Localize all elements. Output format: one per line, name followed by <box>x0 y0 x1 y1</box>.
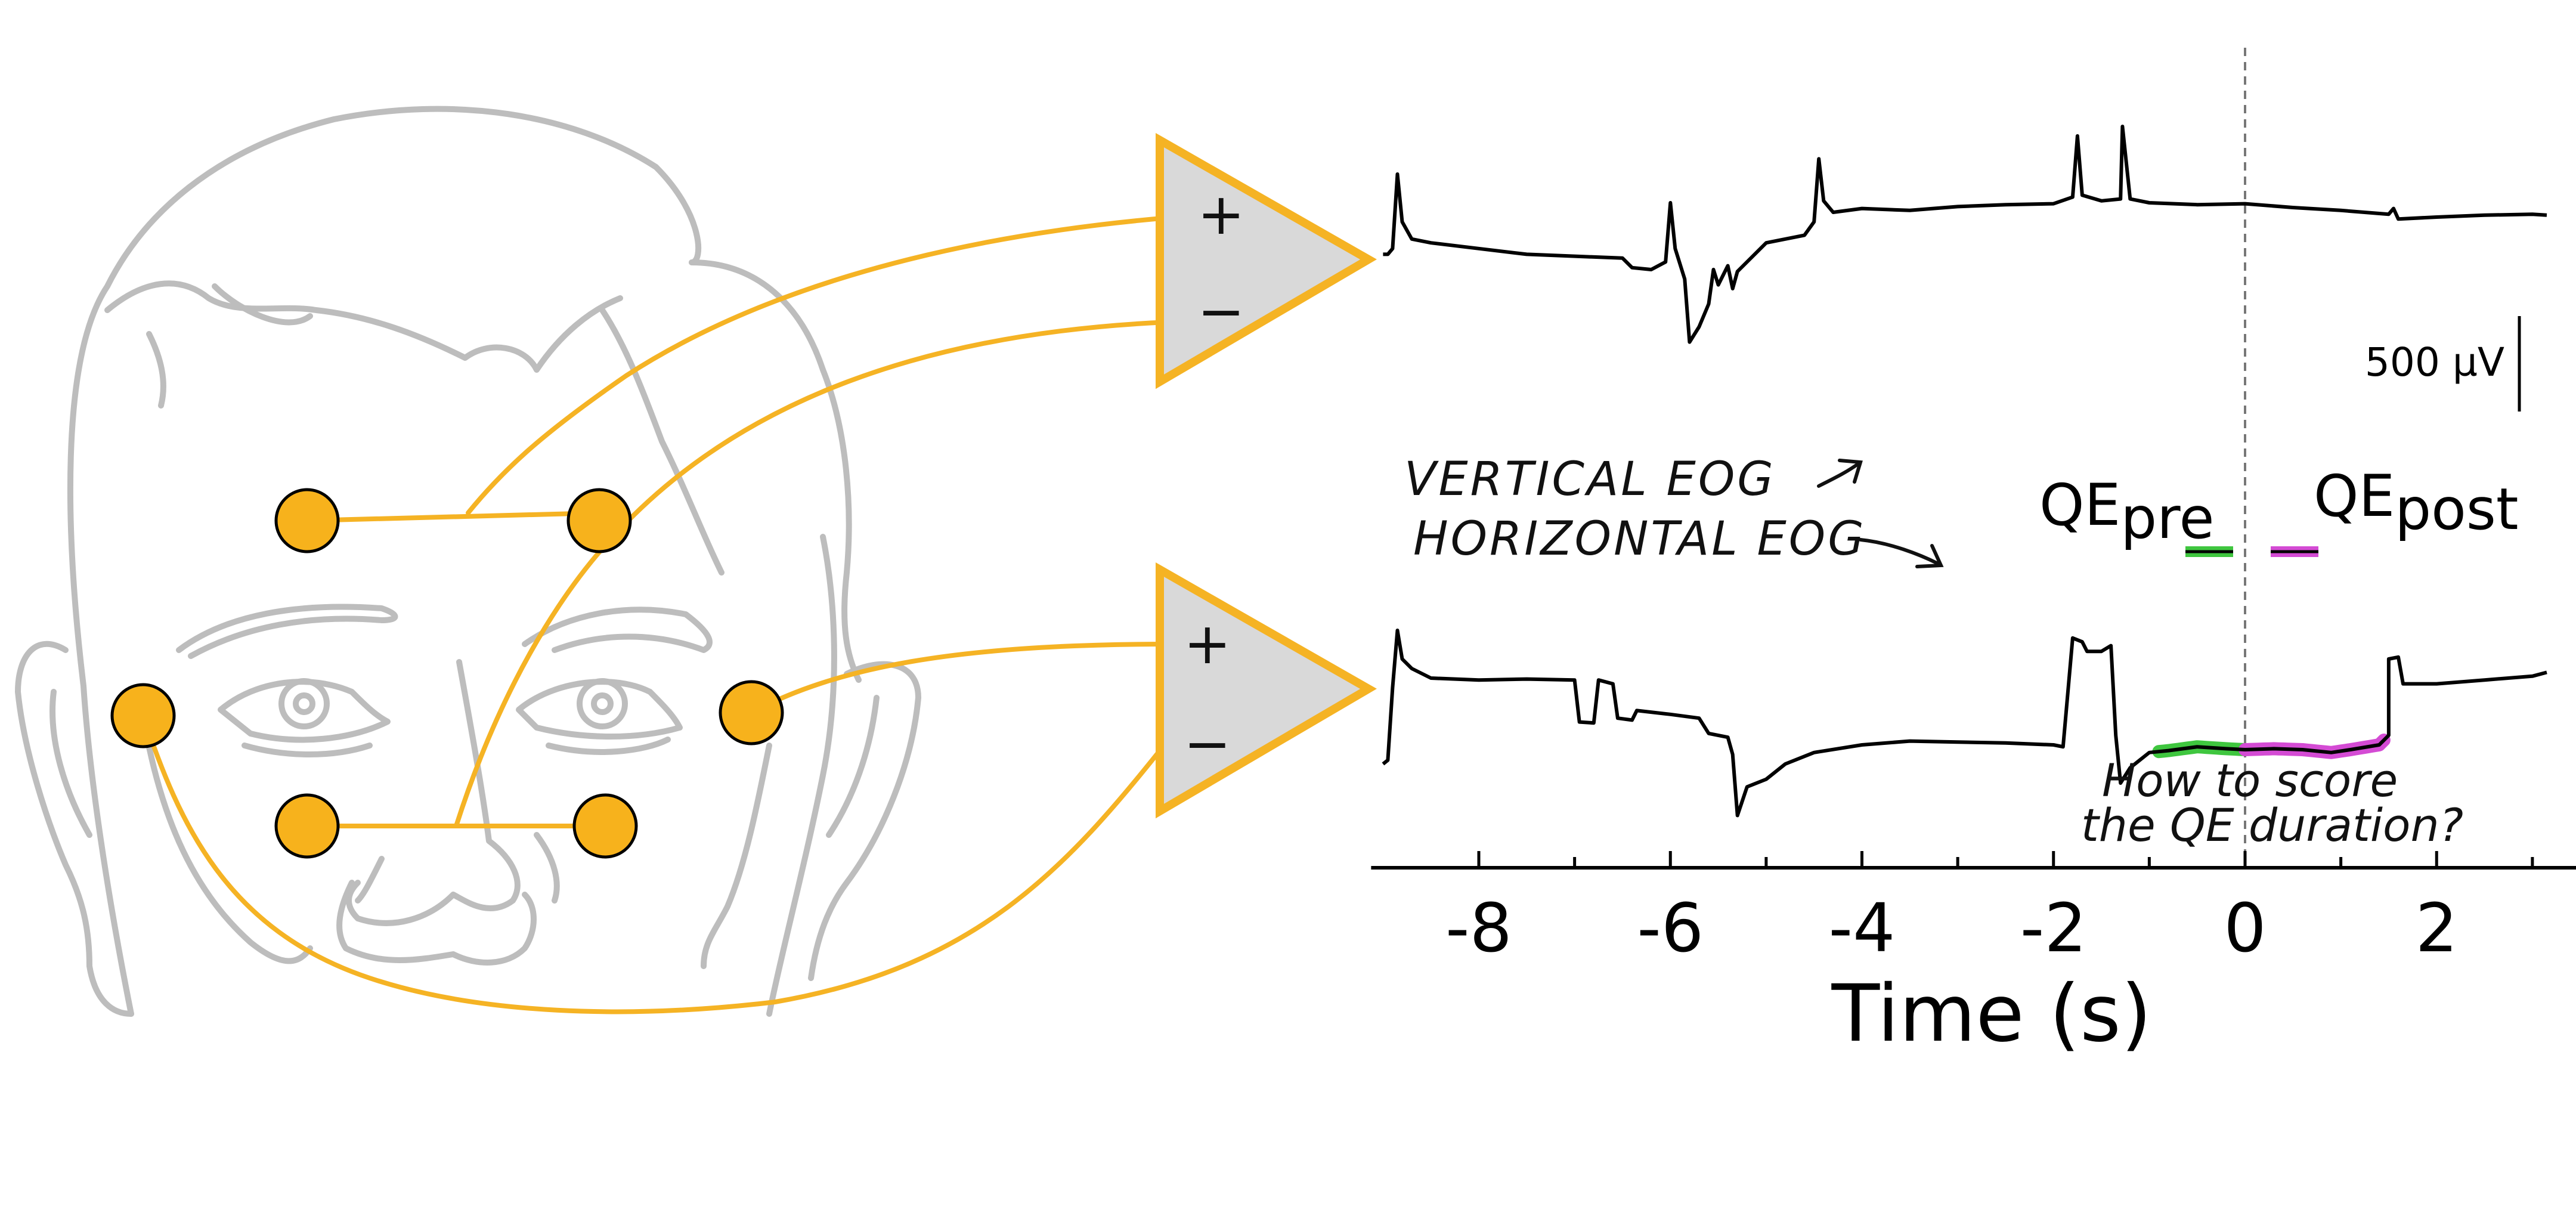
amp-minus-label: − <box>1197 279 1245 345</box>
x-tick-label: -2 <box>2020 890 2087 967</box>
amplifier-triangle <box>1156 562 1377 819</box>
x-tick-label: 0 <box>2224 890 2266 967</box>
amp-plus-label: + <box>1184 611 1231 677</box>
wire-upper-bridge <box>305 511 602 523</box>
qe-pre-base: QE <box>2039 472 2120 539</box>
vertical-eog-arrow <box>1817 459 1863 488</box>
qe-pre-subscript: pre <box>2120 485 2214 552</box>
amplifier-horizontal: + − <box>1156 562 1377 819</box>
eye-right-iris <box>577 678 628 729</box>
ear-right-inner <box>826 695 880 838</box>
electrodes <box>110 488 784 859</box>
electrode-left-canthus <box>110 683 176 748</box>
vertical-eog-note: VERTICAL EOG <box>1404 453 1776 506</box>
electrode-above-left-eye <box>274 488 340 553</box>
qe-post-subscript: post <box>2395 476 2518 543</box>
x-axis-label: Time (s) <box>1831 968 2152 1060</box>
x-axis: -8 -6 -4 -2 0 2 <box>1371 851 2576 967</box>
question-line-2: the QE duration? <box>2081 799 2463 852</box>
horizontal-eog-note: HORIZONTAL EOG <box>1413 512 1866 566</box>
temple-left <box>146 331 166 409</box>
face-right-contour <box>766 534 837 1017</box>
hair-strand <box>212 283 313 326</box>
x-tick-label: -8 <box>1445 890 1512 967</box>
face-sketch <box>15 106 921 1017</box>
wire-vertical-minus <box>454 320 1171 828</box>
eye-left <box>218 679 391 743</box>
electrode-wires <box>141 215 1171 1014</box>
eog-traces <box>1382 125 2547 818</box>
electrode-right-canthus <box>719 680 784 745</box>
head-outline <box>67 106 702 1017</box>
amp-plus-label: + <box>1197 182 1245 248</box>
head-right-side <box>689 259 862 683</box>
scale-bar-label: 500 µV <box>2365 339 2504 385</box>
qe-post-base: QE <box>2314 463 2395 530</box>
amplifier-vertical: + − <box>1156 132 1377 389</box>
horizontal-eog-arrow <box>1859 538 1944 568</box>
wire-vertical-plus <box>466 215 1171 515</box>
eye-right-pupil <box>591 692 614 715</box>
eye-right <box>516 679 683 740</box>
x-tick-label: 2 <box>2416 890 2458 967</box>
mouth-area <box>336 880 537 966</box>
ear-left-inner <box>49 689 92 838</box>
cheek-left <box>140 713 313 964</box>
amplifier-triangle <box>1156 132 1377 389</box>
eye-left-pupil <box>293 692 315 715</box>
electrode-above-right-eye <box>566 488 632 553</box>
nose-left-wing <box>355 856 385 904</box>
vertical-eog-trace <box>1383 125 2547 344</box>
brow-right <box>522 607 713 653</box>
amp-minus-label: − <box>1184 711 1231 777</box>
electrode-below-left-eye <box>274 793 340 859</box>
horizontal-eog-trace <box>1382 629 2547 818</box>
brow-left <box>176 604 398 659</box>
x-tick-label: -6 <box>1637 890 1704 967</box>
eye-bag-right <box>546 737 671 755</box>
wire-horizontal-plus <box>749 642 1171 715</box>
question-line-1: How to score <box>2102 754 2398 807</box>
x-tick-label: -4 <box>1829 890 1896 967</box>
cheek-right <box>701 743 772 969</box>
eye-bag-left <box>242 743 373 757</box>
electrode-below-right-eye <box>572 793 638 859</box>
hair-line <box>104 280 623 373</box>
wire-horizontal-minus <box>141 713 1171 1014</box>
ear-right <box>808 661 921 981</box>
qe-post-label: QEpost <box>2314 463 2519 543</box>
forehead-curve <box>599 307 724 576</box>
ear-left <box>15 641 134 1017</box>
eye-left-iris <box>278 678 330 729</box>
qe-pre-label: QEpre <box>2039 472 2215 552</box>
nasolabial-right <box>534 832 560 904</box>
nose <box>346 659 521 926</box>
